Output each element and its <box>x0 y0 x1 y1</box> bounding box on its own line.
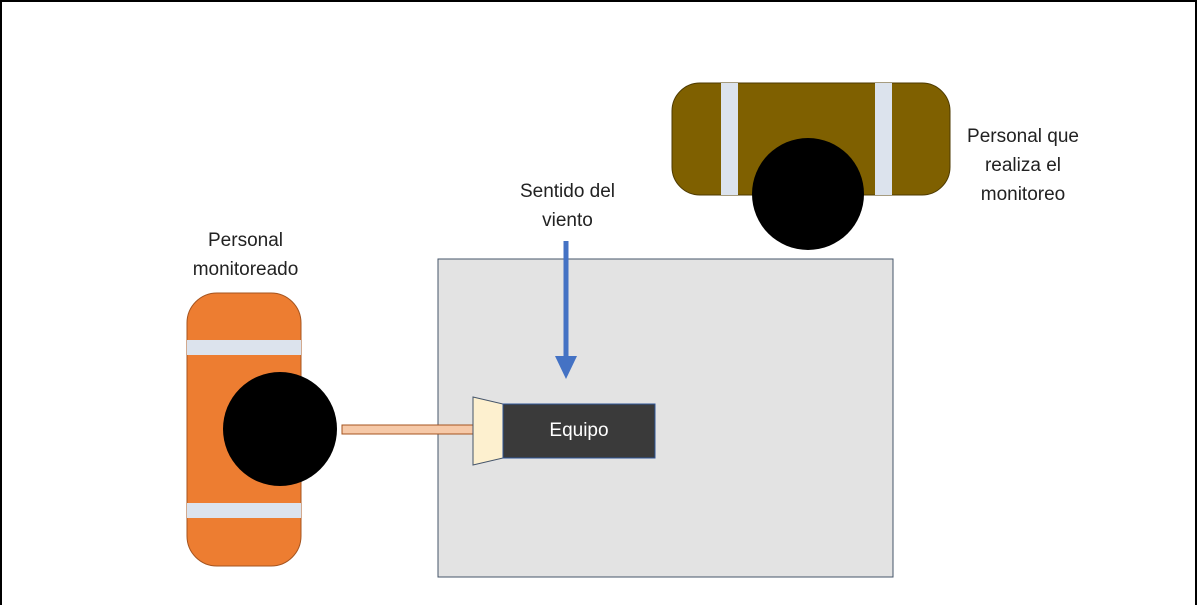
monitoring-person-label-line-2: realiza el <box>984 155 1062 176</box>
equipment-body <box>502 403 656 459</box>
equipment-nozzle <box>472 396 504 466</box>
sampling-hose <box>341 424 476 435</box>
monitoring-person-stripe-right <box>875 83 892 195</box>
monitored-person <box>186 292 337 567</box>
monitored-person-label-line-2: monitoreado <box>192 259 299 280</box>
equipment-label: Equipo <box>549 420 609 441</box>
monitored-person-stripe-top <box>187 340 301 355</box>
wind-direction-label-line-1: Sentido del <box>519 181 616 202</box>
monitoring-person-label: Personal que realiza el monitoreo <box>958 122 1088 209</box>
monitoring-person-head <box>752 138 864 250</box>
monitoring-person-label-line-3: monitoreo <box>980 184 1066 205</box>
monitoring-person <box>671 82 951 250</box>
wind-arrow <box>555 241 577 379</box>
monitored-person-head <box>223 372 337 486</box>
monitored-person-stripe-bottom <box>187 503 301 518</box>
monitoring-person-stripe-left <box>721 83 738 195</box>
monitoring-person-label-line-1: Personal que <box>967 126 1079 147</box>
wind-direction-label-line-2: viento <box>542 210 593 231</box>
equipment <box>472 396 656 466</box>
monitored-person-label: Personal monitoreado <box>178 226 313 284</box>
monitored-person-label-line-1: Personal <box>208 230 283 251</box>
wind-direction-label: Sentido del viento <box>500 177 635 235</box>
